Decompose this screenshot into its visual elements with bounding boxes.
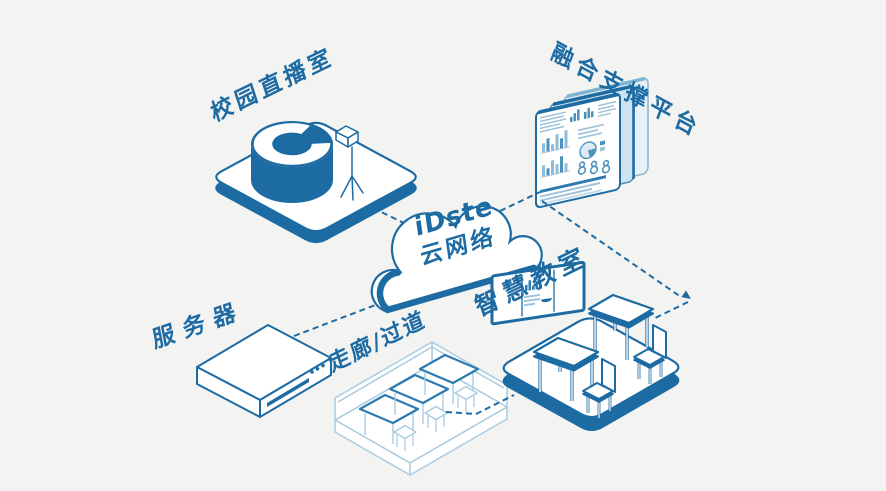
mini-donut-charts: [577, 159, 611, 175]
connector-server-cloud: [293, 303, 379, 337]
classroom-desk: [587, 293, 655, 360]
corridor-table: [388, 373, 450, 424]
corridor-stool: [454, 385, 478, 412]
connector-cloud-fusion: [499, 191, 541, 212]
server-illustration: [196, 324, 332, 418]
connector-corridor-classroom: [445, 394, 515, 416]
mini-bar-chart-2: [540, 155, 570, 178]
mini-progress-bars: [540, 175, 606, 206]
screen-bar-chart: [525, 280, 542, 292]
smart-classroom-illustration: [490, 261, 680, 432]
classroom-desk: [532, 336, 600, 401]
mini-bar-tiles: [570, 107, 594, 123]
corridor-stool: [424, 405, 448, 432]
fusion-platform-illustration: [535, 76, 649, 209]
mini-pie-chart: [579, 140, 605, 160]
cloud-illustration: [370, 205, 543, 314]
camera-tripod-icon: [335, 125, 364, 201]
corridor-table: [358, 393, 420, 444]
server-slot: [267, 378, 309, 407]
connector-classroom-corner: [652, 301, 689, 320]
connector-arrowhead: [681, 290, 691, 299]
server-leds: [310, 363, 325, 374]
mini-bar-chart-1: [540, 129, 570, 154]
classroom-chair: [582, 358, 616, 418]
corridor-table: [418, 353, 480, 404]
dashboard-panel-front: [535, 92, 621, 209]
dashed-connectors-over: [445, 200, 689, 416]
classroom-chair: [633, 324, 667, 384]
classroom-screen: [490, 261, 586, 326]
corridor-stool: [393, 424, 417, 451]
corridor-illustration: [334, 341, 508, 476]
connector-fusion-classroom: [541, 200, 682, 298]
broadcast-room-illustration: [215, 121, 417, 244]
broadcast-desk: [251, 121, 333, 203]
screen-dish-icon: [541, 298, 552, 303]
